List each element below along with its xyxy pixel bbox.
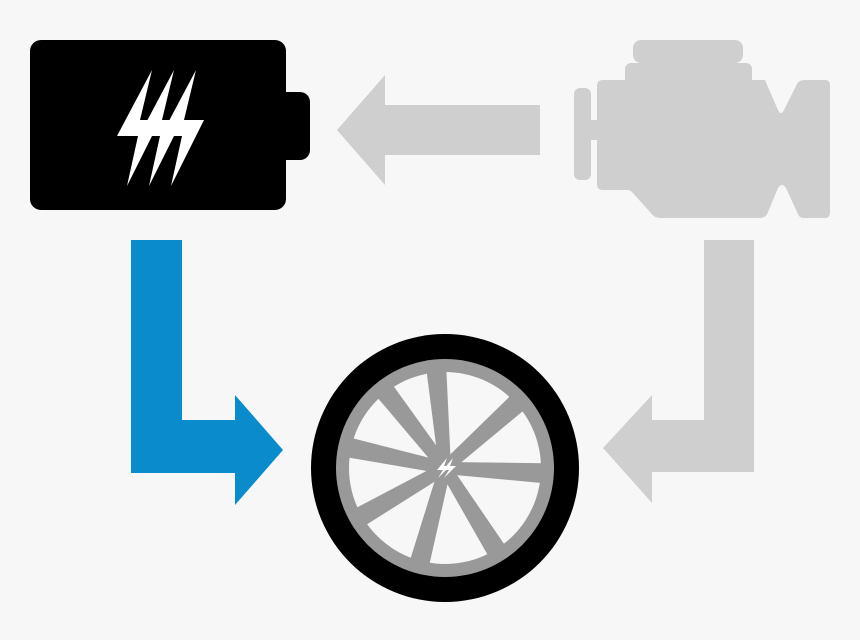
hub-lightning-icon [437,458,456,478]
engine-icon [574,40,830,218]
arrow-battery-to-wheel [131,240,283,505]
wheel-spoke [353,462,448,527]
wheel-spoke [426,367,451,469]
wheel-spokes [345,367,546,568]
wheel-spoke [409,466,451,568]
arrow-engine-to-wheel [603,240,754,503]
wheel-spoke [444,462,546,484]
wheel-icon [311,334,579,602]
wheel-spoke [375,383,450,472]
wheel-spoke [345,437,447,474]
wheel-spoke [440,393,527,473]
wheel-spoke [439,464,507,559]
battery-icon [30,40,310,210]
arrow-engine-to-battery [337,75,540,185]
lightning-icon [117,70,204,186]
